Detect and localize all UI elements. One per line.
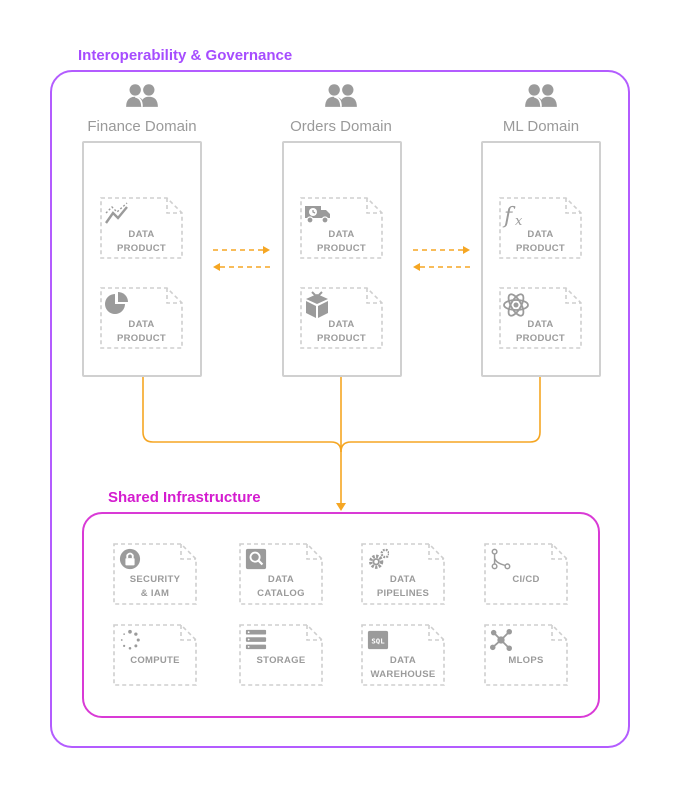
card-label-line1: DATA [527, 319, 554, 330]
ml-link-line [340, 377, 541, 453]
card-label-line1: DATA [328, 319, 355, 330]
shared-item-data-warehouse: SQL DATA WAREHOUSE [361, 624, 445, 686]
shared-infrastructure-container [82, 512, 600, 718]
card-label-line1: DATA [267, 574, 295, 585]
shared-infrastructure-title: Shared Infrastructure [108, 489, 261, 506]
card-label-line2: WAREHOUSE [370, 669, 436, 680]
spinner-icon [119, 629, 141, 656]
finance-domain-team-icon [125, 82, 159, 121]
shared-item-storage: STORAGE [239, 624, 323, 686]
card-label-line2: PRODUCT [515, 333, 566, 344]
card-label-line1: STORAGE [256, 655, 306, 666]
card-label-line2: CATALOG [257, 588, 305, 599]
orders-data-product-1: DATA PRODUCT [300, 197, 383, 259]
svg-text:f: f [502, 204, 516, 229]
card-label-line1: MLOPS [508, 655, 544, 666]
card-label-line2: & IAM [140, 588, 170, 599]
ml-domain-team-icon [524, 82, 558, 121]
shared-item-data-catalog: DATA CATALOG [239, 543, 323, 605]
card-label-line2: PRODUCT [116, 333, 167, 344]
card-label-line1: CI/CD [512, 574, 540, 585]
finance-data-product-1: DATA PRODUCT [100, 197, 183, 259]
card-label-line1: DATA [389, 574, 417, 585]
finance-domain-column [82, 141, 202, 377]
svg-text:x: x [515, 214, 523, 229]
line-chart-icon [103, 201, 131, 234]
card-label-line2: PRODUCT [316, 333, 367, 344]
shared-item-ci-cd: CI/CD [484, 543, 568, 605]
shared-item-compute: COMPUTE [113, 624, 197, 686]
card-label-line1: DATA [389, 655, 417, 666]
governance-title: Interoperability & Governance [78, 47, 293, 64]
server-list-icon [245, 629, 267, 656]
orders-domain-team-icon [324, 82, 358, 121]
gears-icon [367, 548, 391, 575]
governance-container [50, 70, 630, 748]
card-label-line1: DATA [527, 229, 554, 240]
ml-data-product-2: DATA PRODUCT [499, 287, 582, 349]
orders-domain-label: Orders Domain [290, 118, 392, 135]
card-label-line2: PRODUCT [515, 243, 566, 254]
card-label-line2: PIPELINES [376, 588, 430, 599]
lock-icon [119, 548, 141, 575]
finance-domain-label: Finance Domain [87, 118, 197, 135]
shared-item-mlops: MLOPS [484, 624, 568, 686]
orders-data-product-2: DATA PRODUCT [300, 287, 383, 349]
shared-item-security--iam: SECURITY & IAM [113, 543, 197, 605]
card-label-line1: DATA [328, 229, 355, 240]
magnifier-icon [245, 548, 267, 575]
finance-data-product-2: DATA PRODUCT [100, 287, 183, 349]
card-label-line1: DATA [128, 229, 155, 240]
shared-item-data-pipelines: DATA PIPELINES [361, 543, 445, 605]
atom-icon [502, 291, 530, 324]
card-label-line2: PRODUCT [116, 243, 167, 254]
sql-icon: SQL [367, 629, 389, 656]
delivery-truck-icon [303, 201, 331, 234]
finance-link-line [142, 377, 342, 505]
ml-domain-label: ML Domain [502, 118, 580, 135]
card-label-line1: DATA [128, 319, 155, 330]
card-label-line1: SECURITY [129, 574, 181, 585]
package-icon [303, 291, 331, 324]
card-label-line1: COMPUTE [130, 655, 180, 666]
svg-text:SQL: SQL [371, 637, 385, 646]
pie-chart-icon [103, 291, 131, 324]
git-branch-icon [490, 548, 512, 575]
card-label-line2: PRODUCT [316, 243, 367, 254]
network-icon [490, 629, 512, 656]
